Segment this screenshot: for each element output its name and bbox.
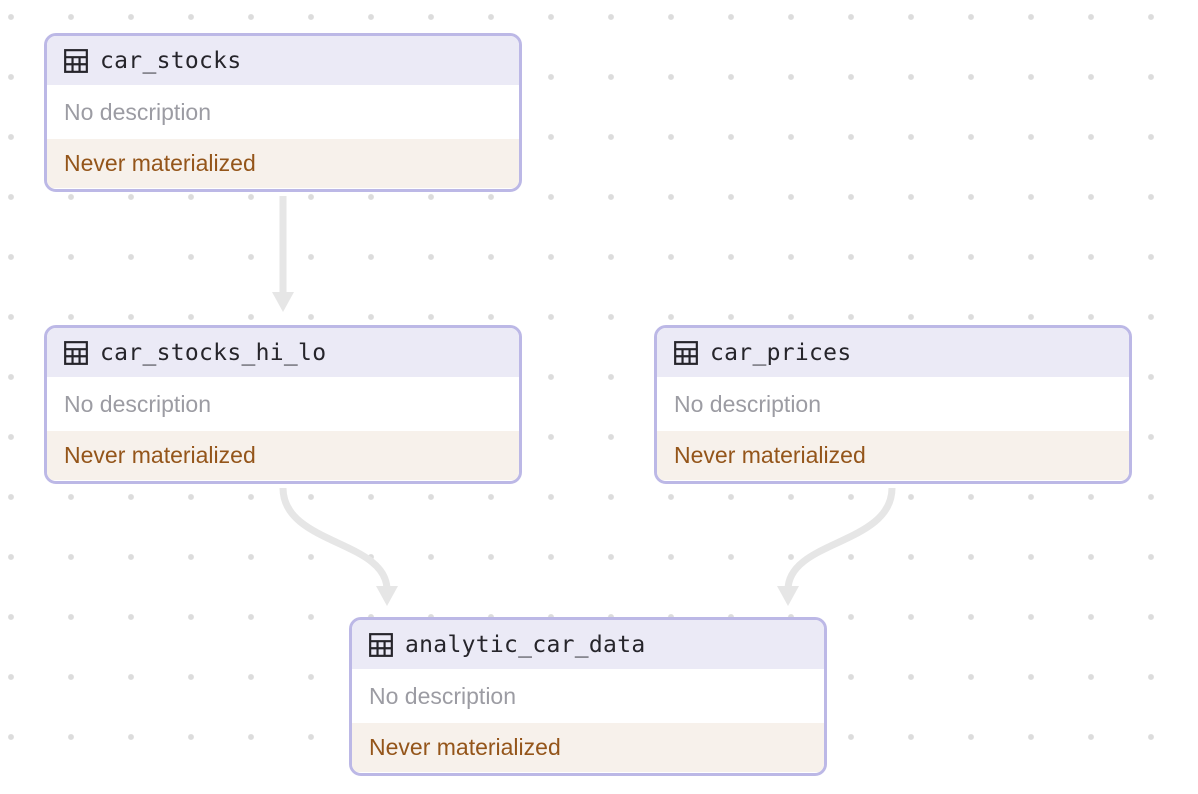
asset-name: car_stocks_hi_lo xyxy=(100,339,327,366)
table-icon xyxy=(674,340,698,365)
materialization-status: Never materialized xyxy=(47,431,519,480)
materialization-status: Never materialized xyxy=(657,431,1129,480)
table-icon xyxy=(64,340,88,365)
asset-node-car-stocks-hi-lo[interactable]: car_stocks_hi_lo No description Never ma… xyxy=(44,325,522,484)
asset-description: No description xyxy=(47,377,519,431)
arrowhead-car-stocks-hi-lo xyxy=(272,292,294,312)
asset-node-header: car_stocks xyxy=(47,36,519,85)
table-icon xyxy=(369,632,393,657)
materialization-status: Never materialized xyxy=(352,723,824,772)
edge-car-stocks-hi-lo-to-analytic-car-data xyxy=(279,487,391,591)
asset-name: car_stocks xyxy=(100,47,242,74)
asset-node-analytic-car-data[interactable]: analytic_car_data No description Never m… xyxy=(349,617,827,776)
asset-node-car-prices[interactable]: car_prices No description Never material… xyxy=(654,325,1132,484)
asset-description: No description xyxy=(657,377,1129,431)
table-icon xyxy=(64,48,88,73)
materialization-status: Never materialized xyxy=(47,139,519,188)
asset-description: No description xyxy=(47,85,519,139)
asset-node-header: car_stocks_hi_lo xyxy=(47,328,519,377)
edge-car-prices-to-analytic-car-data xyxy=(784,487,896,591)
arrowhead-analytic-car-data-left xyxy=(376,586,398,606)
asset-name: car_prices xyxy=(710,339,852,366)
asset-node-header: analytic_car_data xyxy=(352,620,824,669)
asset-name: analytic_car_data xyxy=(405,631,646,658)
asset-node-header: car_prices xyxy=(657,328,1129,377)
arrowhead-analytic-car-data-right xyxy=(777,586,799,606)
asset-node-car-stocks[interactable]: car_stocks No description Never material… xyxy=(44,33,522,192)
asset-description: No description xyxy=(352,669,824,723)
